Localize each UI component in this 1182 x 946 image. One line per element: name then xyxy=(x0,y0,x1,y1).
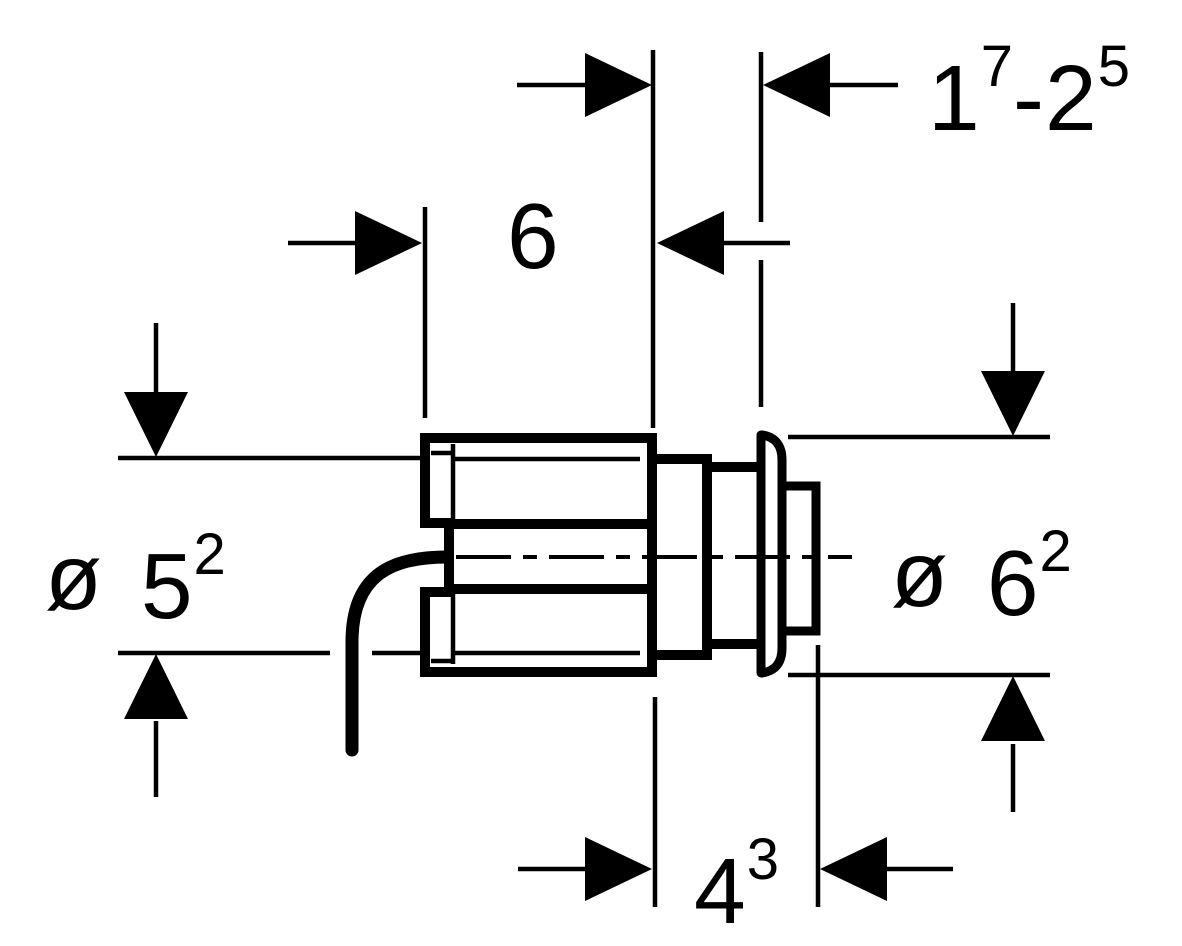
label-dia-right-sup: 2 xyxy=(1039,519,1072,584)
arrow-down-icon xyxy=(124,392,188,457)
label-depth-main: 4 xyxy=(694,839,747,943)
label-depth-sup: 3 xyxy=(746,827,779,892)
part-geometry xyxy=(345,430,852,757)
dim-dia-left xyxy=(118,323,423,797)
arrow-down-icon xyxy=(981,371,1045,436)
dim-dia-right xyxy=(788,303,1050,812)
label-wall-range: 17-25 xyxy=(928,38,1130,145)
arrow-left-icon xyxy=(763,53,830,117)
label-wall-range-sup-a: 7 xyxy=(980,34,1013,99)
dimension-graphics xyxy=(118,50,1050,907)
arrow-up-icon xyxy=(124,654,188,719)
label-body-length: 6 xyxy=(507,190,560,283)
dim-body-length xyxy=(288,207,790,418)
arrow-up-icon xyxy=(981,676,1045,741)
arrow-right-icon xyxy=(585,837,652,901)
label-wall-range-sup-b: 5 xyxy=(1097,34,1130,99)
arrow-right-icon xyxy=(585,53,652,117)
dim-depth xyxy=(518,645,953,907)
label-wall-range-main-b: 2 xyxy=(1044,46,1098,150)
label-wall-range-main-a: 1 xyxy=(928,46,981,150)
arrow-right-icon xyxy=(355,211,422,275)
diameter-symbol: ø xyxy=(891,522,949,626)
cable xyxy=(345,550,454,757)
arrow-left-icon xyxy=(820,837,887,901)
body-detail-lines xyxy=(431,444,640,664)
label-body-length-main: 6 xyxy=(507,184,560,288)
diameter-symbol: ø xyxy=(45,525,103,629)
flange xyxy=(756,430,787,678)
label-dia-left-sup: 2 xyxy=(193,522,226,587)
label-depth: 43 xyxy=(694,831,779,938)
arrow-left-icon xyxy=(657,211,724,275)
main-body-outline xyxy=(420,433,657,677)
label-dia-right-main: 6 xyxy=(986,531,1040,635)
dim-wall-range xyxy=(517,50,898,428)
label-dia-left-main: 5 xyxy=(140,534,194,638)
label-wall-range-sep: - xyxy=(1013,46,1045,150)
